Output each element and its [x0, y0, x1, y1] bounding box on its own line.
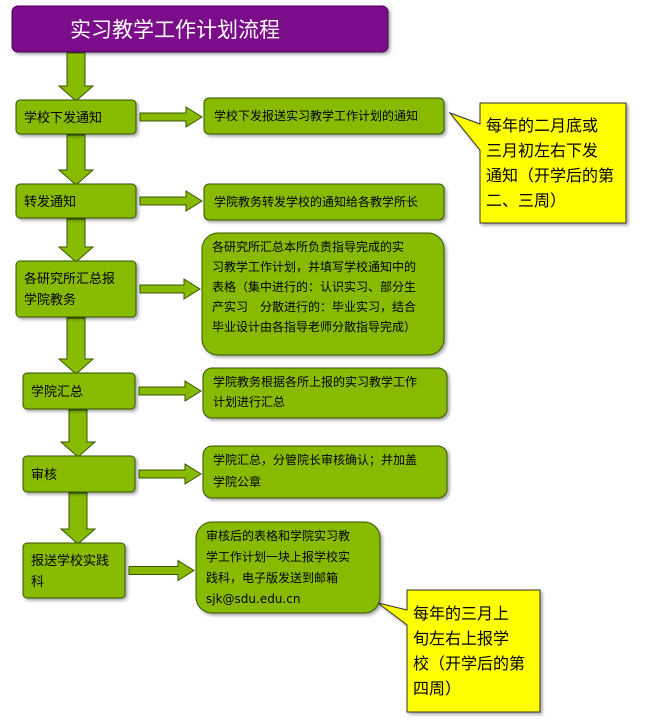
note-text: 二、三周）	[486, 191, 566, 210]
step-label: 审核	[31, 468, 57, 483]
down-arrow-1	[57, 52, 95, 102]
down-arrow-3	[57, 218, 95, 263]
note-text: 旬左右上报学	[413, 629, 509, 648]
step-description: sjk@sdu.edu.cn	[206, 592, 300, 606]
down-arrow-5	[59, 409, 97, 458]
down-arrows	[57, 52, 97, 545]
step-box	[15, 99, 137, 135]
step-description-box	[202, 445, 448, 499]
step-description: 审核后的表格和学院实习教	[206, 528, 350, 543]
step-description: 学校下发报送实习教学工作计划的通知	[214, 108, 418, 123]
step-description-box	[203, 183, 445, 221]
step-description: 计划进行汇总	[213, 395, 285, 409]
step-box	[22, 542, 126, 599]
note-text: 四周）	[413, 679, 461, 698]
step-description: 践科，电子版发送到邮箱	[206, 570, 338, 585]
step-description: 学院汇总，分管院长审核确认；并加盖	[213, 452, 417, 467]
step-description: 学院教务转发学校的通知给各教学所长	[214, 194, 418, 209]
step-label: 学院汇总	[31, 384, 83, 400]
right-arrow	[139, 106, 203, 128]
note-text: 每年的三月上	[413, 604, 509, 623]
step-label: 报送学校实践	[31, 553, 109, 569]
down-arrow-6	[59, 492, 97, 545]
step-box	[22, 372, 136, 410]
step-box	[15, 260, 137, 318]
step-description: 学院教务根据各所上报的实习教学工作	[213, 374, 417, 389]
step-description-box	[203, 97, 445, 135]
note-shape	[448, 102, 627, 224]
down-arrow-4	[57, 317, 95, 375]
step-description-box	[201, 232, 445, 356]
right-arrow	[138, 463, 202, 485]
step-description: 表格（集中进行的：认识实习、部分生	[212, 279, 416, 294]
step-description: 产实习 分散进行的：毕业实习，结合	[212, 299, 416, 314]
step-description: 学院公章	[213, 474, 261, 489]
step-description: 学工作计划一块上报学校实	[206, 549, 350, 564]
step-label: 学校下发通知	[24, 110, 102, 126]
step-box	[22, 455, 136, 493]
note-text: 通知（开学后的第	[486, 166, 614, 185]
step-description-box	[202, 367, 448, 419]
title-banner: 实习教学工作计划流程	[11, 5, 389, 53]
note-shape	[377, 589, 541, 713]
step-box	[15, 183, 137, 219]
step-label: 学院教务	[24, 292, 76, 308]
step-description: 各研究所汇总本所负责指导完成的实	[212, 239, 404, 254]
step-label: 科	[31, 575, 44, 590]
flow-step-2: 转发通知 学院教务转发学校的通知给各教学所长	[15, 183, 445, 221]
right-arrow	[128, 559, 195, 582]
page-title: 实习教学工作计划流程	[70, 18, 280, 42]
step-label: 转发通知	[24, 194, 76, 210]
step-label: 各研究所汇总报	[24, 271, 115, 287]
note-text: 三月初左右下发	[486, 141, 598, 160]
step-description-box	[195, 521, 381, 614]
step-description: 毕业设计由各指导老师分散指导完成）	[212, 319, 416, 334]
right-arrow	[139, 278, 201, 300]
note-text: 每年的二月底或	[486, 116, 598, 135]
flow-step-1: 学校下发通知 学校下发报送实习教学工作计划的通知	[15, 97, 445, 135]
note-text: 校（开学后的第	[413, 654, 525, 673]
right-arrow	[139, 190, 203, 212]
right-arrow	[138, 380, 202, 402]
step-description: 习教学工作计划，并填写学校通知中的	[212, 259, 416, 274]
down-arrow-2	[57, 134, 95, 186]
